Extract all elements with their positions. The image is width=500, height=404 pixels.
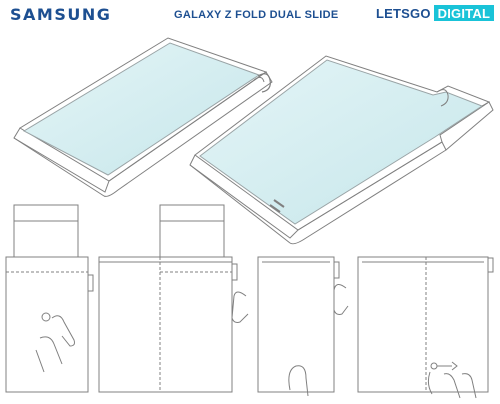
- samsung-logo: SAMSUNG: [10, 5, 112, 24]
- logo-text-digital: DIGITAL: [433, 5, 495, 21]
- panel-side-view: [231, 256, 340, 397]
- device-closed-perspective: [13, 37, 273, 197]
- device-extended-perspective: [189, 55, 494, 245]
- letsgodigital-logo: LETSGO DIGITAL: [376, 5, 495, 21]
- panel-slide-up: [5, 204, 94, 393]
- logo-text-letsgo: LETSGO: [376, 6, 431, 21]
- panel-extended-view: [333, 256, 494, 399]
- page-title: GALAXY Z FOLD DUAL SLIDE: [174, 9, 339, 21]
- panel-slide-up-extended: [98, 204, 238, 393]
